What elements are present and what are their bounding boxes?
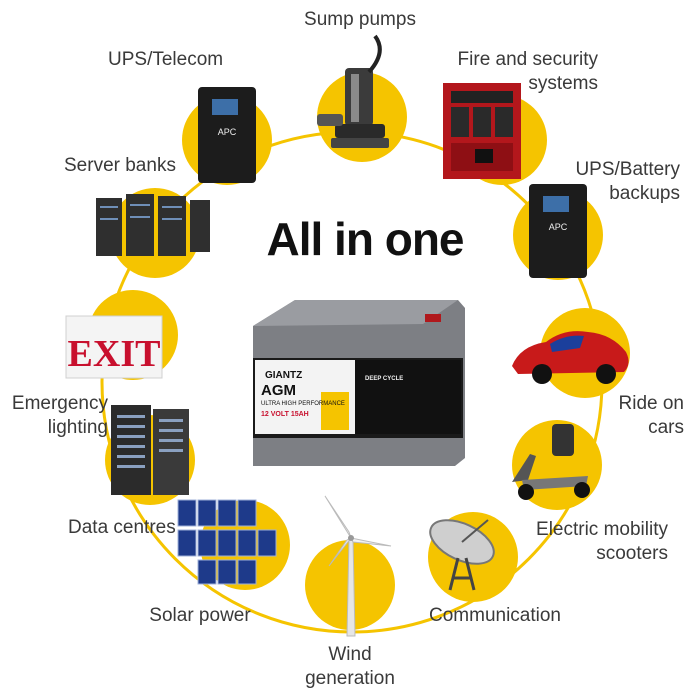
fire-security-circle <box>443 83 547 185</box>
label-ups-battery: UPS/Battery backups <box>575 159 680 204</box>
ride-on-car-circle <box>512 308 630 398</box>
battery-tagline: ULTRA HIGH PERFORMANCE <box>261 401 345 407</box>
battery-rating: 12 VOLT 15AH <box>261 411 309 418</box>
communication-circle <box>428 512 518 602</box>
label-solar-power: Solar power <box>149 605 251 626</box>
ride-on-car-icon <box>512 331 629 384</box>
satellite-dish-icon <box>429 519 495 591</box>
ups-telecom-brand-text: APC <box>218 127 237 137</box>
label-ride-on-cars: Ride on cars <box>618 393 685 438</box>
battery-type: AGM <box>261 382 296 399</box>
ups-backup-circle: APC <box>513 184 603 280</box>
label-wind-generation: Wind generation <box>305 644 395 689</box>
server-banks-circle <box>96 188 210 278</box>
fire-panel-icon <box>443 83 521 179</box>
exit-sign-icon: EXIT <box>65 315 163 379</box>
battery-side-label: DEEP CYCLE <box>365 376 403 382</box>
agm-battery: GIANTZ AGM ULTRA HIGH PERFORMANCE 12 VOL… <box>253 300 465 466</box>
wind-turbine-icon <box>324 495 392 637</box>
exit-sign-text: EXIT <box>68 333 161 375</box>
headline: All in one <box>266 213 465 265</box>
solar-panel-icon <box>177 499 277 585</box>
label-fire-security: Fire and security systems <box>457 49 598 94</box>
mobility-scooter-circle <box>512 420 602 510</box>
label-mobility-scooters: Electric mobility scooters <box>536 519 668 564</box>
wind-circle <box>305 495 395 637</box>
data-centre-rack-icon <box>111 405 189 495</box>
label-server-banks: Server banks <box>64 155 176 176</box>
data-centres-circle <box>105 405 195 505</box>
mobility-scooter-icon <box>512 424 590 500</box>
label-ups-telecom: UPS/Telecom <box>108 49 224 70</box>
battery-brand: GIANTZ <box>265 370 302 381</box>
server-bank-icon <box>96 194 210 256</box>
sump-pump-circle <box>317 34 407 162</box>
solar-circle <box>177 499 290 590</box>
label-data-centres: Data centres <box>68 517 176 538</box>
label-emergency-lighting: Emergency lighting <box>11 393 108 438</box>
sump-pump-icon <box>317 34 389 148</box>
label-communication: Communication <box>429 605 561 626</box>
ups-telecom-circle: APC <box>182 87 272 185</box>
emergency-lighting-circle: EXIT <box>65 290 178 380</box>
ups-icon: APC <box>529 184 587 278</box>
ups-brand-text: APC <box>549 222 568 232</box>
ups-telecom-icon: APC <box>198 87 256 183</box>
label-sump-pumps: Sump pumps <box>304 9 416 30</box>
